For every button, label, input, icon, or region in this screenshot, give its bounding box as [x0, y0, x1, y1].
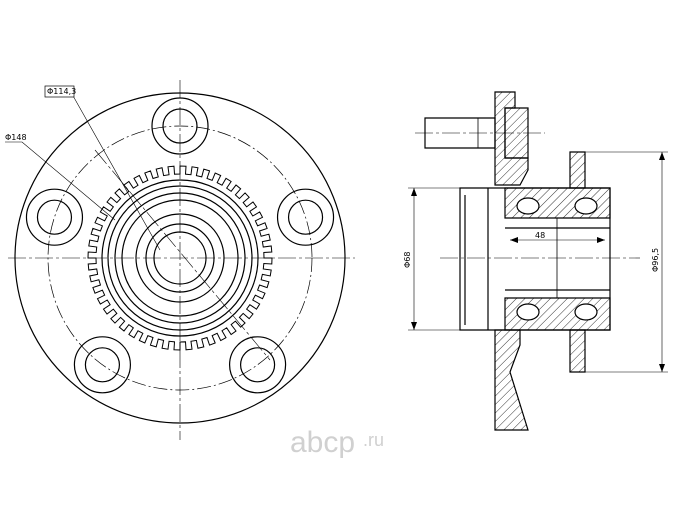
front-view — [5, 80, 355, 440]
flange-lobe — [276, 188, 335, 246]
ball-lower-right — [574, 303, 598, 321]
ball-upper-right — [574, 197, 598, 215]
bore-dia-label: Φ68 — [403, 252, 412, 268]
bore-arrow-top — [411, 188, 417, 196]
flange-section-upper — [494, 91, 529, 186]
bore-arrow-bottom — [411, 322, 417, 330]
pcd-label-box — [44, 85, 75, 98]
flange-leader — [5, 141, 116, 221]
outer-arrow-top — [659, 152, 665, 160]
mount-flange-upper — [569, 151, 586, 189]
section-view — [408, 91, 668, 431]
ball-upper-left — [516, 197, 540, 215]
bolt-hole — [287, 199, 324, 235]
pcd-label: Φ114,3 — [47, 87, 76, 96]
flange-lobe — [25, 188, 84, 246]
flange-lobe — [228, 336, 287, 394]
flange-lobe — [73, 336, 132, 394]
bolt-hole — [84, 347, 121, 383]
pcd-leader — [48, 93, 161, 251]
flange-dia-label: Φ148 — [5, 133, 27, 142]
mount-flange-lower — [569, 329, 586, 373]
width-arrow-right — [597, 237, 605, 243]
watermark-tld: .ru — [363, 430, 384, 450]
width-arrow-left — [510, 237, 518, 243]
width-label: 48 — [535, 231, 545, 240]
outer-arrow-bottom — [659, 364, 665, 372]
bolt-hole — [36, 199, 73, 235]
bolt-hole — [239, 347, 276, 383]
flange-section-lower — [494, 329, 529, 431]
outer-dia-label: Φ96,5 — [651, 248, 660, 272]
diag-centerline — [94, 149, 271, 361]
watermark-brand: abcp — [290, 426, 355, 459]
ball-lower-left — [516, 303, 540, 321]
